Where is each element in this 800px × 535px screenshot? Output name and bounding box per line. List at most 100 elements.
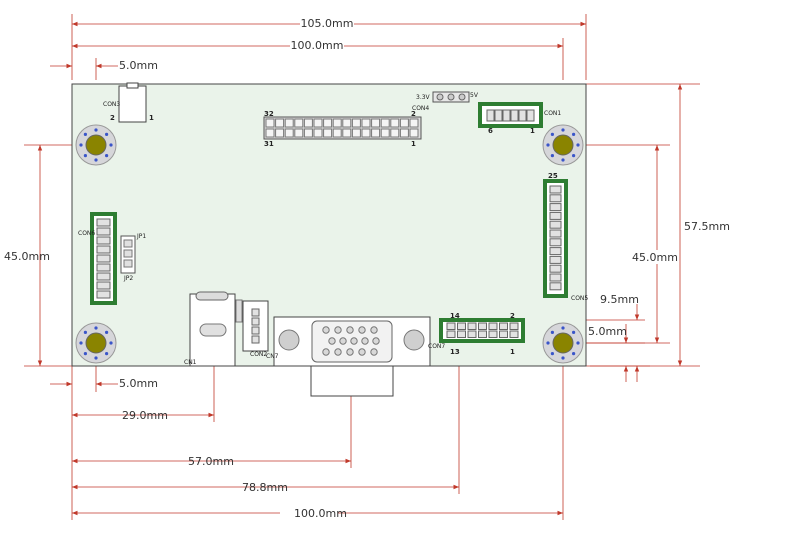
pin bbox=[467, 322, 477, 330]
pin bbox=[478, 330, 487, 338]
pin bbox=[96, 236, 111, 245]
pin bbox=[346, 348, 354, 356]
pin bbox=[346, 326, 354, 334]
pin-label: 32 bbox=[264, 110, 274, 118]
dim-top-offset: 5.0mm bbox=[119, 59, 158, 72]
pin bbox=[284, 128, 294, 138]
pin bbox=[361, 128, 371, 138]
pin bbox=[370, 326, 378, 334]
pin-label: 2 bbox=[411, 110, 416, 118]
connector-top-left: CON3 2 1 bbox=[103, 82, 154, 123]
dim-bottom-100: 100.0mm bbox=[294, 507, 347, 520]
jp1-label: JP1 bbox=[136, 233, 146, 240]
con-bottom-label: CON7 bbox=[428, 343, 445, 350]
pin bbox=[499, 330, 508, 338]
pin-label: 25 bbox=[548, 172, 558, 180]
pin bbox=[457, 322, 466, 330]
pin bbox=[332, 118, 342, 128]
pin bbox=[478, 322, 487, 330]
pin bbox=[549, 273, 562, 282]
pin bbox=[390, 128, 400, 138]
con-small-label: CON2 bbox=[250, 351, 267, 358]
pin bbox=[390, 118, 400, 128]
power-jack: CN1 bbox=[184, 291, 243, 367]
pin bbox=[96, 254, 111, 263]
con-left-label: CON6 bbox=[78, 230, 95, 237]
pin bbox=[323, 128, 333, 138]
pin bbox=[303, 128, 313, 138]
pin bbox=[96, 227, 111, 236]
dim-bottom-29: 29.0mm bbox=[122, 409, 168, 422]
dim-right-upper: 9.5mm bbox=[600, 293, 639, 306]
voltage-5v-label: 5V bbox=[470, 92, 479, 99]
pin bbox=[509, 322, 519, 330]
connector-14pin: 14 2 13 1 CON7 bbox=[428, 312, 525, 356]
mounting-hole-top-left bbox=[75, 124, 117, 166]
pin bbox=[322, 326, 330, 334]
pin bbox=[549, 238, 562, 247]
pin bbox=[446, 330, 456, 338]
header-con-label: CON4 bbox=[412, 105, 429, 112]
pin-label: 1 bbox=[149, 114, 154, 122]
pin bbox=[457, 330, 466, 338]
con-top-right-label: CON1 bbox=[544, 110, 561, 117]
pin bbox=[549, 247, 562, 256]
pin bbox=[488, 330, 498, 338]
pin-label: 1 bbox=[530, 127, 535, 135]
pin bbox=[334, 326, 342, 334]
pin bbox=[509, 330, 519, 338]
pin bbox=[549, 220, 562, 229]
pin bbox=[499, 322, 508, 330]
pin bbox=[399, 128, 409, 138]
pin bbox=[467, 330, 477, 338]
pin bbox=[409, 118, 419, 128]
pin bbox=[334, 348, 342, 356]
pin bbox=[313, 118, 323, 128]
pin bbox=[351, 128, 361, 138]
dim-right-overall: 57.5mm bbox=[684, 220, 730, 233]
pin bbox=[370, 348, 378, 356]
mounting-holes bbox=[75, 124, 584, 364]
pin bbox=[549, 185, 562, 194]
dim-top-holes: 100.0mm bbox=[291, 39, 344, 52]
voltage-jumper: 3.3V 5V bbox=[416, 91, 479, 103]
pin bbox=[549, 194, 562, 203]
dim-right-holes: 45.0mm bbox=[632, 251, 678, 264]
pin bbox=[323, 118, 333, 128]
pin bbox=[96, 218, 111, 227]
con-top-left-label: CON3 bbox=[103, 101, 120, 108]
pin bbox=[380, 128, 390, 138]
pin bbox=[342, 128, 352, 138]
pin bbox=[371, 128, 381, 138]
pin bbox=[399, 118, 409, 128]
dim-bottom-57: 57.0mm bbox=[188, 455, 234, 468]
vga-connector: CN7 bbox=[266, 316, 431, 397]
pin bbox=[328, 337, 336, 345]
dim-bottom-78: 78.8mm bbox=[242, 481, 288, 494]
mounting-hole-bottom-left bbox=[75, 322, 117, 364]
pin bbox=[549, 264, 562, 273]
pin bbox=[358, 348, 366, 356]
pin-label: 6 bbox=[488, 127, 493, 135]
pin bbox=[549, 229, 562, 238]
jp2-label: JP2 bbox=[123, 275, 133, 282]
pin bbox=[96, 272, 111, 281]
pin bbox=[294, 118, 304, 128]
mounting-hole-bottom-right bbox=[542, 322, 584, 364]
pin bbox=[361, 337, 369, 345]
pin bbox=[488, 322, 498, 330]
dim-top-overall: 105.0mm bbox=[301, 17, 354, 30]
pin bbox=[358, 326, 366, 334]
pin bbox=[96, 245, 111, 254]
pin bbox=[275, 118, 285, 128]
connector-small: CON2 bbox=[242, 300, 269, 358]
pin bbox=[342, 118, 352, 128]
pin-label: 1 bbox=[510, 348, 515, 356]
pin bbox=[96, 281, 111, 290]
pin bbox=[313, 128, 323, 138]
vga-con-label: CN7 bbox=[266, 353, 279, 360]
voltage-3v3-label: 3.3V bbox=[416, 94, 431, 101]
pin-label: 1 bbox=[411, 140, 416, 148]
pin bbox=[322, 348, 330, 356]
